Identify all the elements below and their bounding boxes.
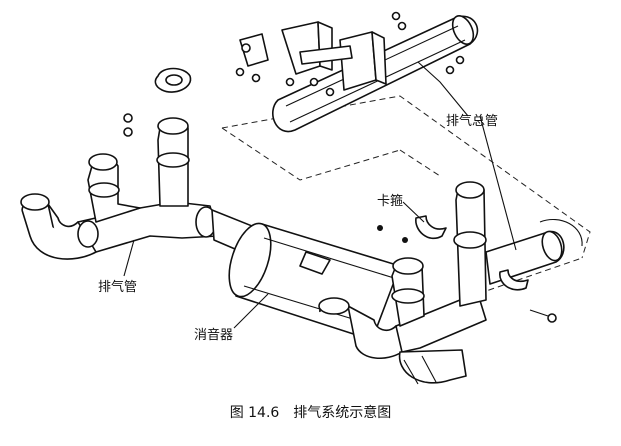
bolts-and-nuts — [123, 11, 557, 323]
gasket — [154, 67, 192, 93]
leader-lines — [123, 61, 517, 329]
mounting-bracket — [239, 21, 387, 91]
label-muffler: 消音器 — [194, 328, 234, 343]
label-exhaust-pipe: 排气管 — [98, 280, 138, 295]
right-exhaust-manifold — [318, 181, 487, 385]
left-exhaust-manifold — [20, 117, 219, 260]
label-exhaust-main-pipe: 排气总管 — [446, 114, 499, 129]
figure-caption: 图 14.6 排气系统示意图 — [229, 405, 392, 421]
muffler — [228, 222, 401, 341]
label-clamp: 卡箍 — [377, 194, 404, 209]
